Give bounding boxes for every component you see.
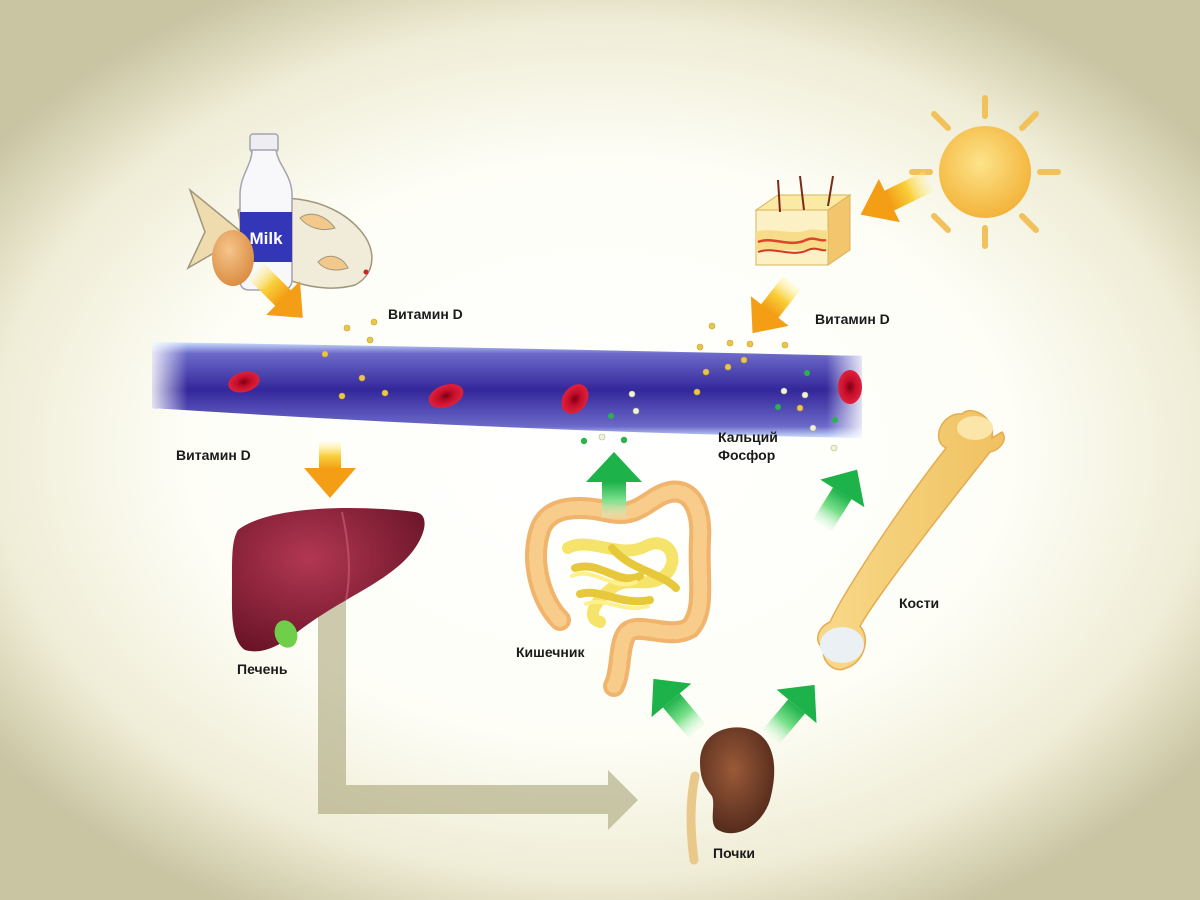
egg-icon bbox=[212, 230, 254, 286]
kidneys-label: Почки bbox=[713, 845, 756, 861]
skin-icon bbox=[754, 175, 852, 266]
arrow-food-to-blood bbox=[248, 263, 303, 318]
arrow-bone-to-blood bbox=[812, 469, 865, 532]
vitamin-d-food-label: Витамин D bbox=[388, 306, 463, 322]
vitamin-d-particles bbox=[321, 318, 804, 412]
calcium-particles bbox=[580, 370, 838, 445]
calcium-phosphorus-label: Кальций Фосфор bbox=[718, 428, 778, 464]
arrow-intestine-to-blood bbox=[586, 452, 642, 518]
liver-to-kidney-arrow bbox=[318, 600, 638, 830]
arrow-sun-to-skin bbox=[860, 171, 934, 223]
arrow-skin-to-blood bbox=[750, 275, 801, 334]
arrow-blood-to-liver bbox=[304, 442, 356, 498]
arrow-kidney-to-bone bbox=[762, 684, 817, 745]
phosphorus-label: Фосфор bbox=[718, 447, 776, 463]
liver-label: Печень bbox=[237, 661, 288, 677]
phosphorus-particles bbox=[598, 387, 838, 452]
liver-icon bbox=[231, 507, 425, 652]
arrow-kidney-to-intestine bbox=[651, 678, 706, 739]
bones-label: Кости bbox=[899, 595, 940, 611]
red-blood-cell-icon bbox=[228, 370, 862, 414]
intestine-label: Кишечник bbox=[516, 644, 585, 660]
bone-icon bbox=[817, 409, 1005, 671]
kidney-icon bbox=[686, 727, 775, 865]
blood-vessel bbox=[152, 342, 862, 438]
intestine-icon bbox=[525, 480, 712, 697]
vitamin-d-blood-label: Витамин D bbox=[176, 447, 251, 463]
vitamin-d-skin-label: Витамин D bbox=[815, 311, 890, 327]
sun-icon bbox=[909, 95, 1061, 249]
milk-label: Milk bbox=[249, 229, 283, 248]
calcium-label: Кальций bbox=[718, 429, 778, 445]
